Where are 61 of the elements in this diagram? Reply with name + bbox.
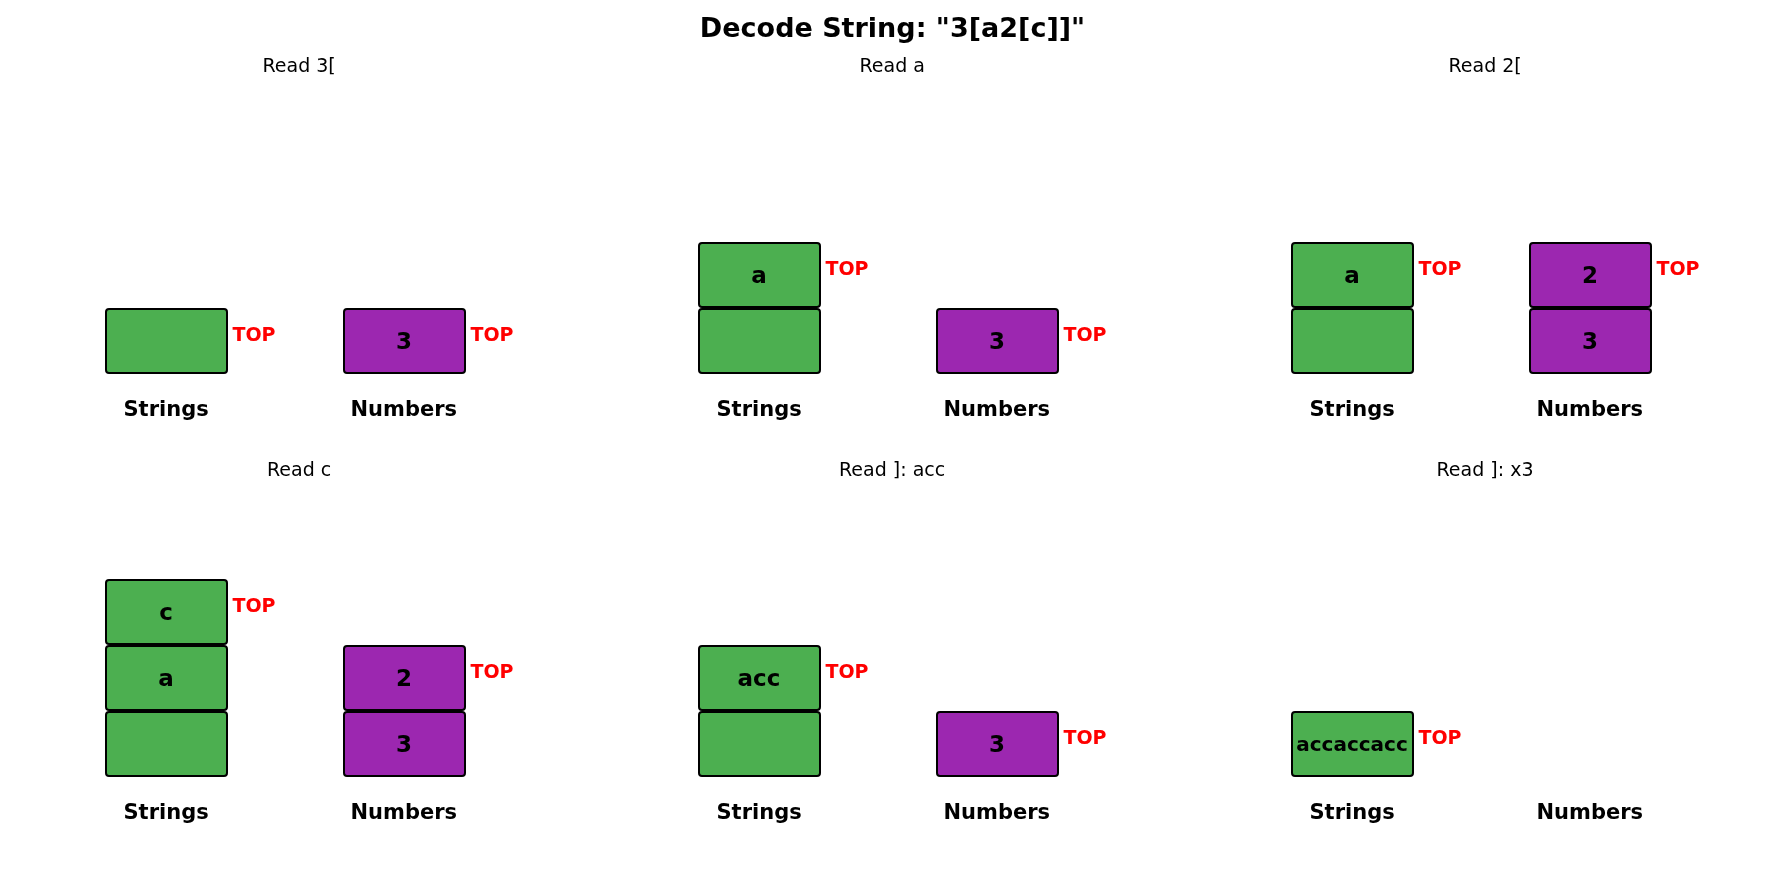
string-stack-item: [697, 308, 821, 374]
stack-value: a: [158, 665, 174, 691]
panel-title: Read 2[: [1448, 54, 1522, 76]
top-pointer-label: TOP: [1063, 323, 1107, 345]
stack-value: 2: [396, 665, 412, 691]
stack-value: 3: [1582, 328, 1598, 354]
stack-value: 2: [1582, 262, 1598, 288]
stack-value: 3: [989, 328, 1005, 354]
number-stack-item: [342, 308, 466, 374]
stack-name-label: Strings: [1309, 397, 1395, 421]
top-pointer-label: TOP: [1418, 726, 1462, 748]
stack-name-label: Strings: [716, 800, 802, 824]
top-pointer-label: TOP: [825, 660, 869, 682]
string-stack-item: [697, 711, 821, 777]
string-stack-item: [1290, 308, 1414, 374]
string-stack-item: [104, 645, 228, 711]
string-stack-item: [697, 645, 821, 711]
stack-value: acc: [737, 665, 781, 691]
number-stack-item: [935, 308, 1059, 374]
stack-name-label: Numbers: [350, 800, 458, 824]
top-pointer-label: TOP: [1656, 257, 1700, 279]
stack-name-label: Strings: [1309, 800, 1395, 824]
stack-value: accaccacc: [1296, 732, 1408, 756]
stack-name-label: Numbers: [350, 397, 458, 421]
number-stack-item: [342, 645, 466, 711]
number-stack-item: [1528, 308, 1652, 374]
stack-value: 3: [989, 731, 1005, 757]
panel-title: Read c: [267, 458, 332, 480]
top-pointer-label: TOP: [232, 594, 276, 616]
string-stack-item: [104, 711, 228, 777]
stack-value: a: [1344, 262, 1360, 288]
panel-title: Read 3[: [262, 54, 336, 76]
panel-title: Read ]: x3: [1436, 458, 1534, 480]
top-pointer-label: TOP: [232, 323, 276, 345]
stack-value: a: [751, 262, 767, 288]
stack-value: 3: [396, 328, 412, 354]
top-pointer-label: TOP: [1063, 726, 1107, 748]
stack-value: c: [159, 599, 173, 625]
top-pointer-label: TOP: [1418, 257, 1462, 279]
top-pointer-label: TOP: [825, 257, 869, 279]
top-pointer-label: TOP: [470, 323, 514, 345]
panel-title: Read a: [859, 54, 925, 76]
stack-name-label: Numbers: [1536, 397, 1644, 421]
top-pointer-label: TOP: [470, 660, 514, 682]
stack-value: 3: [396, 731, 412, 757]
string-stack-item: [104, 579, 228, 645]
diagram-title: Decode String: "3[a2[c]]": [698, 12, 1087, 43]
stack-name-label: Strings: [716, 397, 802, 421]
stack-name-label: Strings: [123, 397, 209, 421]
string-stack-item: [697, 242, 821, 308]
string-stack-item: [1290, 242, 1414, 308]
stack-name-label: Strings: [123, 800, 209, 824]
stack-name-label: Numbers: [943, 800, 1051, 824]
stack-name-label: Numbers: [1536, 800, 1644, 824]
panel-title: Read ]: acc: [839, 458, 946, 480]
string-stack-item: [1290, 711, 1414, 777]
stack-name-label: Numbers: [943, 397, 1051, 421]
string-stack-item: [104, 308, 228, 374]
number-stack-item: [935, 711, 1059, 777]
number-stack-item: [342, 711, 466, 777]
number-stack-item: [1528, 242, 1652, 308]
